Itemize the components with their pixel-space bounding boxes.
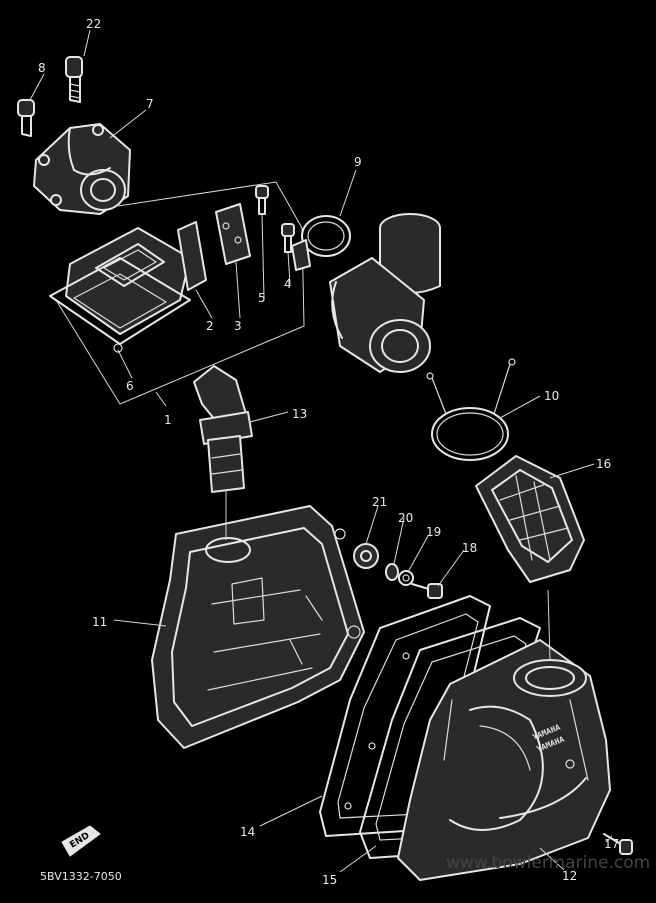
- callout-8: 8: [38, 61, 46, 75]
- reed-assembly-bracket: [55, 181, 305, 405]
- watermark: www.bowlermarine.com: [446, 853, 650, 873]
- part-12-air-cleaner-case[interactable]: YAMAHA YAMAHA: [397, 639, 611, 881]
- callout-16: 16: [596, 457, 611, 471]
- part-17-screw[interactable]: [603, 833, 633, 855]
- callout-3: 3: [234, 319, 242, 333]
- callout-19: 19: [426, 525, 441, 539]
- callout-22: 22: [86, 17, 101, 31]
- part-5-screw[interactable]: [255, 185, 269, 215]
- part-21-grommet[interactable]: [353, 543, 379, 569]
- callout-5: 5: [258, 291, 266, 305]
- callout-14: 14: [240, 825, 255, 839]
- callout-17: 17: [604, 837, 619, 851]
- leader-lines: [29, 29, 613, 873]
- part-11-air-cleaner-cover[interactable]: [151, 505, 365, 749]
- callout-numbers: 22 8 7 9 2 3 5 4 6 10 1 13 16 21 20 19 1…: [38, 17, 619, 887]
- callout-2: 2: [206, 319, 214, 333]
- callout-20: 20: [398, 511, 413, 525]
- callout-21: 21: [372, 495, 387, 509]
- part-8-screw[interactable]: [17, 99, 35, 137]
- callout-7: 7: [146, 97, 154, 111]
- part-3-stopper[interactable]: [215, 203, 251, 265]
- end-badge: END: [61, 825, 101, 857]
- part-2-reed-plate[interactable]: [177, 221, 207, 291]
- part-10-o-ring[interactable]: [426, 358, 516, 461]
- part-6-gasket[interactable]: [49, 257, 191, 353]
- part-19-washer[interactable]: [398, 570, 414, 586]
- callout-9: 9: [354, 155, 362, 169]
- carburetor[interactable]: [329, 213, 441, 373]
- part-20-collar[interactable]: [385, 563, 399, 581]
- callout-1: 1: [164, 413, 172, 427]
- callout-15: 15: [322, 873, 337, 887]
- part-13-joint-elbow[interactable]: [193, 365, 253, 493]
- callout-12: 12: [562, 869, 577, 883]
- callout-11: 11: [92, 615, 107, 629]
- callout-10: 10: [544, 389, 559, 403]
- part-16-intake-duct[interactable]: [475, 455, 585, 583]
- callout-18: 18: [462, 541, 477, 555]
- part-7-intake-joint[interactable]: [33, 123, 131, 215]
- part-18-bolt[interactable]: [411, 583, 443, 599]
- diagram-code: 5BV1332-7050: [40, 870, 122, 883]
- callout-4: 4: [284, 277, 292, 291]
- part-1-reed-block[interactable]: [65, 227, 191, 335]
- part-22-bolt[interactable]: [65, 56, 83, 103]
- callout-13: 13: [292, 407, 307, 421]
- callout-6: 6: [126, 379, 134, 393]
- part-9-clamp[interactable]: [291, 215, 351, 271]
